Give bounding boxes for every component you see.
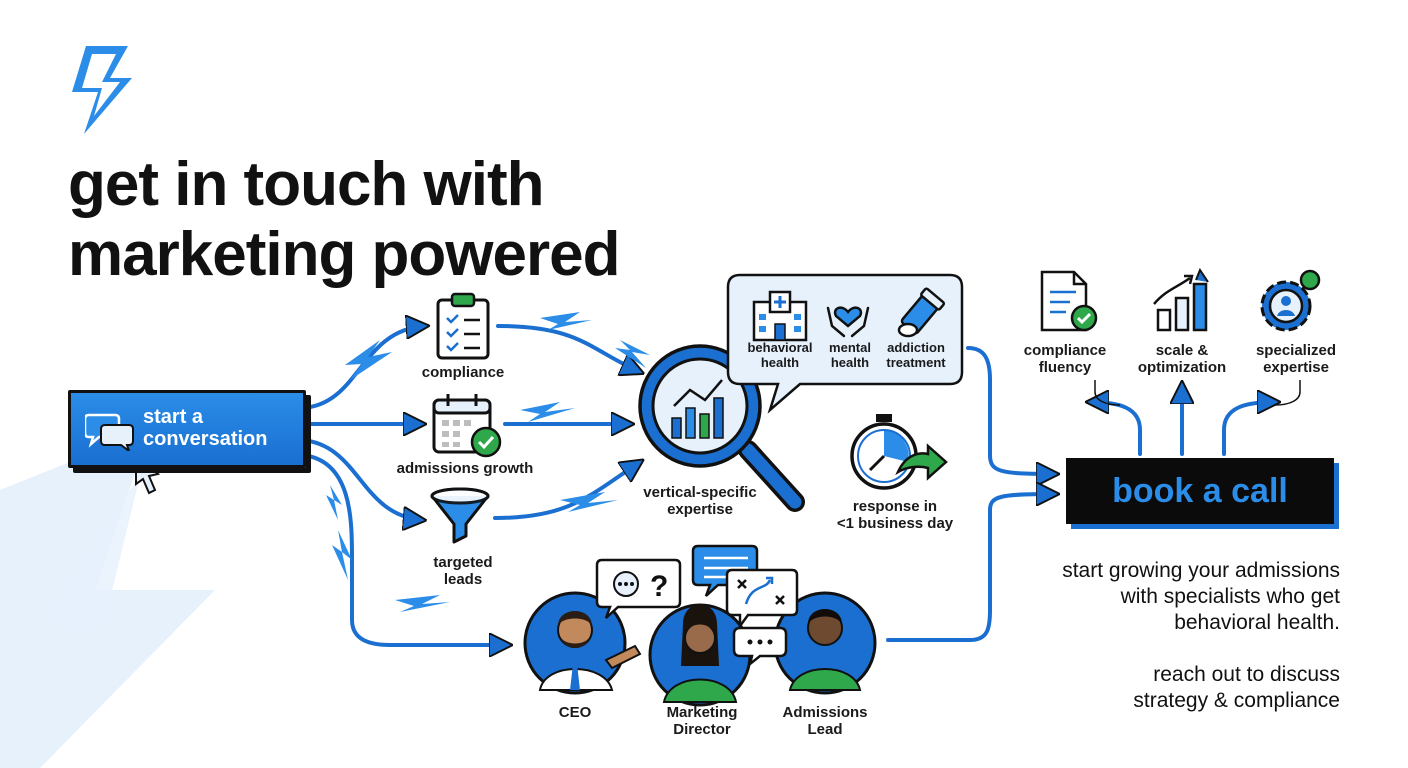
start-button-line-2: conversation: [143, 428, 268, 450]
title-line-1: get in touch with: [68, 150, 545, 219]
growth-chart-icon: [1153, 267, 1209, 332]
logo-bolt-icon: [72, 46, 132, 134]
service-label-targeted-leads: targeted leads: [433, 554, 493, 588]
service-label-admissions-growth: admissions growth: [396, 460, 534, 477]
document-check-icon: [1040, 270, 1098, 332]
benefit-label-compliance-fluency: compliance fluency: [1023, 342, 1107, 376]
arrow-to-team: [300, 453, 508, 645]
typing-bubble-icon: [732, 626, 788, 668]
flow-arrows: [300, 324, 1276, 645]
benefit-label-scale-optimization: scale & optimization: [1137, 342, 1227, 376]
page-title: get in touch with marketing powered: [68, 150, 620, 290]
gear-person-icon: [1260, 269, 1321, 332]
question-bubble-icon: ?: [595, 558, 682, 619]
title-line-2: marketing powered: [68, 220, 620, 289]
book-call-button[interactable]: book a call: [1066, 458, 1334, 524]
cta-text: start growing your admissions with speci…: [920, 558, 1340, 714]
arrow-team-to-book: [886, 494, 1055, 642]
expertise-label: vertical-specific expertise: [643, 484, 757, 518]
spark-accents: [326, 312, 650, 612]
start-button-line-1: start a: [143, 406, 204, 428]
team-speech-bubbles: ?: [595, 544, 799, 668]
arrow-bubble-to-book: [966, 346, 1055, 474]
bubble-label-addiction-treatment: addiction treatment: [886, 340, 946, 370]
service-label-compliance: compliance: [421, 364, 505, 381]
benefit-label-specialized-expertise: specialized expertise: [1255, 342, 1337, 376]
start-conversation-button[interactable]: start a conversation: [68, 390, 306, 468]
admissions-lead-avatar: [773, 591, 877, 695]
arrow-to-leads: [300, 438, 422, 520]
bubble-label-mental-health: mental health: [829, 340, 871, 370]
team-role-marketing-director: Marketing Director: [666, 704, 738, 738]
bubble-label-behavioral-health: behavioral health: [747, 340, 813, 370]
response-label: response in <1 business day: [836, 498, 954, 532]
hospital-icon: [752, 290, 808, 342]
pill-bottle-icon: [897, 287, 946, 338]
calendar-icon: [432, 394, 502, 458]
stopwatch-icon: [850, 414, 948, 490]
arrow-to-specialized: [1222, 402, 1276, 456]
team-avatars: [523, 591, 877, 707]
arrow-to-compliance-fluency: [1090, 402, 1142, 456]
clipboard-icon: [436, 292, 490, 360]
cursor-beam: [40, 476, 140, 640]
chat-bubbles-icon: [85, 413, 134, 451]
team-role-ceo: CEO: [558, 704, 592, 721]
team-role-admissions-lead: Admissions Lead: [782, 704, 868, 738]
cta-paragraph-1: start growing your admissions with speci…: [1062, 559, 1340, 634]
funnel-icon: [430, 487, 490, 544]
heart-hands-icon: [826, 306, 870, 338]
magnifier-chart-icon: [638, 344, 805, 512]
svg-text:?: ?: [650, 570, 668, 603]
book-call-label: book a call: [1112, 472, 1288, 510]
ceo-avatar: [523, 591, 642, 695]
arrow-compliance-to-expertise: [496, 324, 640, 372]
strategy-bubble-icon: [725, 568, 799, 630]
cta-paragraph-2: reach out to discuss strategy & complian…: [1133, 663, 1340, 712]
